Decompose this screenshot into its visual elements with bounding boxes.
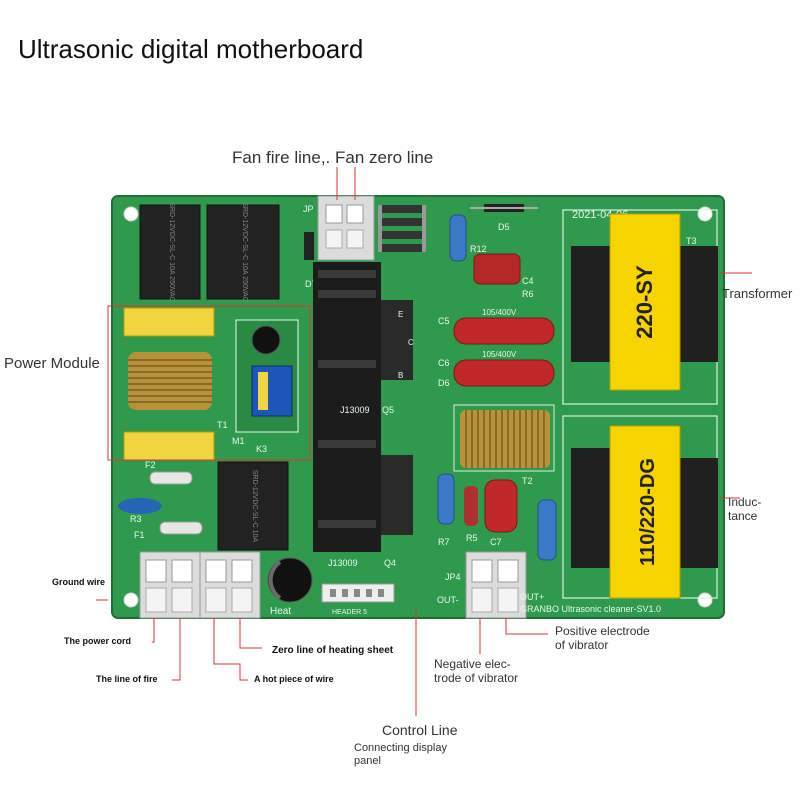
resistor-r7 [437, 473, 455, 525]
brand-silkscreen: GRANBO Ultrasonic cleaner-SV1.0 [520, 604, 661, 614]
heat-label: Heat [270, 606, 291, 617]
control-line-label: Control Line [382, 722, 458, 738]
fuse-f2 [149, 471, 193, 485]
line-of-fire-label: The line of fire [96, 674, 158, 684]
transformer-label: Transformer [722, 286, 793, 301]
mounting-hole [123, 592, 139, 608]
header-label: HEADER 5 [332, 609, 367, 616]
designator-c6: C6 [438, 358, 450, 368]
varistor-r3 [118, 498, 162, 514]
power-cord-label: The power cord [64, 636, 132, 646]
ground-wire-label: Ground wire [52, 577, 106, 587]
relay-k3: SRD-12VDC-SL-C 10A [217, 461, 289, 551]
designator-t3: T3 [686, 236, 697, 246]
designator-r6: R6 [522, 289, 534, 299]
connecting-display-label: Connecting display panel [354, 742, 447, 767]
designator-q5: Q5 [382, 405, 394, 415]
designator-jp: JP [303, 204, 314, 214]
fuse-f1 [159, 521, 203, 535]
cap-rating-c6: 105/400V [482, 350, 517, 359]
designator-t2: T2 [522, 476, 533, 486]
inductor: 110/220-DG [571, 425, 718, 599]
mounting-hole [697, 206, 713, 222]
designator-r5: R5 [466, 533, 478, 543]
positive-electrode-label: Positive electrode of vibrator [555, 624, 650, 652]
designator-r7: R7 [438, 537, 450, 547]
transformer-marking: 220-SY [632, 265, 657, 339]
capacitor-c6 [453, 359, 555, 387]
designator-k3: K3 [256, 444, 267, 454]
heatsink [313, 262, 413, 552]
designator-c: C [408, 338, 414, 347]
designator-q4: Q4 [384, 558, 396, 568]
zero-line-heating-label: Zero line of heating sheet [272, 645, 394, 656]
resistor-r12 [449, 214, 467, 262]
designator-f2: F2 [145, 460, 156, 470]
designator-f1: F1 [134, 530, 145, 540]
designator-out-plus: OUT+ [520, 592, 544, 602]
hot-piece-wire-label: A hot piece of wire [254, 674, 334, 684]
output-terminal-jp4 [465, 551, 527, 619]
power-terminal-left [139, 551, 201, 619]
transistor-label: J13009 [340, 405, 370, 415]
diode-d7 [304, 232, 314, 260]
mounting-hole [123, 206, 139, 222]
mounting-hole [697, 592, 713, 608]
power-module-label: Power Module [4, 355, 100, 372]
designator-out-minus: OUT- [437, 595, 459, 605]
diode-cluster [378, 205, 426, 252]
designator-d7: D7 [305, 279, 317, 289]
relay-k1: SRD-12VDC-SL-C 10A 250VAC [139, 202, 201, 302]
inductor-marking: 110/220-DG [637, 458, 659, 566]
designator-d6: D6 [438, 378, 450, 388]
designator-m1: M1 [232, 436, 245, 446]
electrolytic-capacitor [267, 557, 313, 603]
page-title: Ultrasonic digital motherboard [18, 34, 364, 64]
designator-c5: C5 [438, 316, 450, 326]
leader-lines [96, 167, 752, 716]
capacitor-c5 [453, 317, 555, 345]
designator-t1: T1 [217, 420, 228, 430]
resistor-large [537, 499, 557, 561]
resistor-r5 [464, 486, 478, 526]
relay-k2: SRD-12VDC-SL-C 10A 250VAC [206, 202, 280, 302]
fan-lines-label: Fan fire line,. Fan zero line [232, 148, 434, 167]
svg-text:SRD-12VDC-SL-C 10A 250VAC: SRD-12VDC-SL-C 10A 250VAC [241, 202, 248, 301]
designator-c7: C7 [490, 537, 502, 547]
fan-connector [317, 195, 375, 261]
designator-c4: C4 [522, 276, 534, 286]
cap-rating-c5: 105/400V [482, 308, 517, 317]
capacitor-c4 [473, 253, 521, 285]
transformer-t3: 220-SY [571, 213, 718, 391]
power-module [123, 307, 299, 461]
toroid-t2 [460, 410, 550, 468]
svg-text:SRD-12VDC-SL-C 10A: SRD-12VDC-SL-C 10A [251, 470, 258, 543]
negative-electrode-label: Negative elec- trode of vibrator [434, 657, 519, 685]
designator-r3: R3 [130, 514, 142, 524]
designator-e: E [398, 310, 403, 319]
svg-text:SRD-12VDC-SL-C 10A 250VAC: SRD-12VDC-SL-C 10A 250VAC [168, 202, 175, 301]
transistor-label-q4: J13009 [328, 558, 358, 568]
designator-r12: R12 [470, 244, 487, 254]
inductance-label: Induc- tance [728, 495, 762, 523]
capacitor-c7 [484, 479, 518, 533]
heat-terminal [199, 551, 261, 619]
designator-jp4: JP4 [445, 572, 461, 582]
designator-b: B [398, 371, 403, 380]
designator-d5: D5 [498, 222, 510, 232]
